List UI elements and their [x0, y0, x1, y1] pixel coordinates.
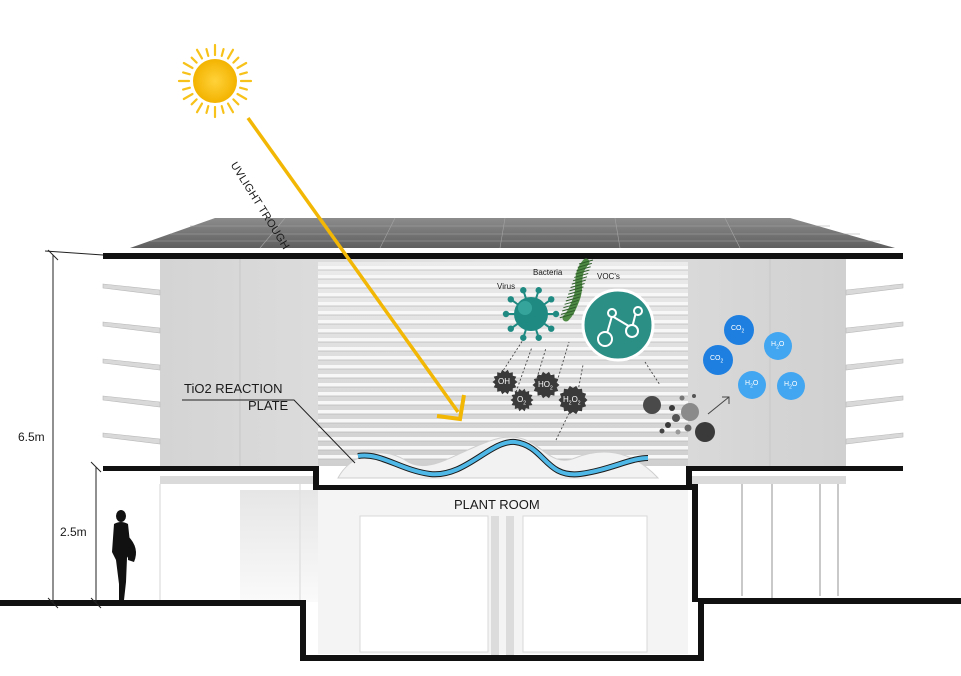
bacteria-label: Bacteria	[533, 268, 563, 277]
h2o-label: H2O	[784, 381, 798, 391]
ground-line	[0, 598, 961, 661]
louvre-slat	[318, 392, 688, 396]
co2-label: CO2	[731, 325, 745, 335]
co2-label: CO2	[710, 355, 724, 365]
product-arrow	[707, 396, 730, 415]
height-total-label: 6.5m	[18, 430, 45, 444]
louvre-slat	[318, 293, 688, 297]
tio2-label-line2: PLATE	[248, 398, 289, 413]
h2o-label: H2O	[745, 380, 759, 390]
louvre-slat	[318, 275, 688, 279]
radical-ho2	[532, 371, 560, 399]
radical-h2o2-label: H2O2	[563, 395, 581, 407]
virus-label: Virus	[497, 282, 516, 291]
louvre-slat	[318, 428, 688, 432]
louvre-slat	[318, 338, 688, 342]
louvre-slat	[318, 419, 688, 423]
radical-o2	[510, 388, 534, 412]
height-ground-label: 2.5m	[60, 525, 87, 539]
louvre-slat	[318, 401, 688, 405]
voc-label: VOC's	[597, 272, 620, 281]
louvre-slat	[318, 284, 688, 288]
tio2-reaction-plate	[337, 436, 660, 479]
louvre-slat	[318, 347, 688, 351]
left-sunshade-fins	[102, 283, 161, 445]
h2o-bubble	[738, 371, 766, 399]
radical-oh-label: OH	[498, 377, 510, 386]
h2o-label: H2O	[771, 341, 785, 351]
plant-room-label: PLANT ROOM	[454, 497, 540, 512]
voc-molecule-icon	[581, 288, 655, 362]
louvre-slat	[318, 356, 688, 360]
right-sunshade-fins	[845, 283, 904, 445]
first-floor-slab	[103, 466, 903, 490]
residue-particles	[643, 394, 715, 442]
radical-o2-label: O2	[517, 395, 527, 407]
louvre-slat	[318, 410, 688, 414]
tio2-leader-line	[182, 399, 356, 464]
sun-icon	[177, 43, 253, 119]
radical-h2o2	[558, 385, 588, 415]
uv-light-arrow	[246, 116, 466, 422]
louvre-slat	[318, 320, 688, 324]
louvre-slat	[318, 266, 688, 270]
person-silhouette	[112, 510, 136, 600]
co2-bubble	[703, 345, 733, 375]
plant-room	[318, 490, 688, 656]
radical-ho2-label: HO2	[538, 380, 553, 392]
solar-roof	[130, 217, 895, 249]
h2o-bubble	[777, 372, 805, 400]
louvre-slat	[318, 302, 688, 306]
height-dimensions	[44, 249, 104, 609]
h2o-bubble	[764, 332, 792, 360]
roof-slab	[103, 253, 903, 259]
plant-unit-right	[522, 515, 648, 653]
tio2-label-line1: TiO2 REACTION	[184, 381, 283, 396]
plant-unit-left	[359, 515, 489, 653]
louvre-slat	[318, 329, 688, 333]
radical-oh	[492, 369, 518, 395]
bacteria-icon	[559, 258, 594, 322]
louvre-slat	[318, 365, 688, 369]
virus-icon	[502, 287, 560, 341]
co2-bubble	[724, 315, 754, 345]
